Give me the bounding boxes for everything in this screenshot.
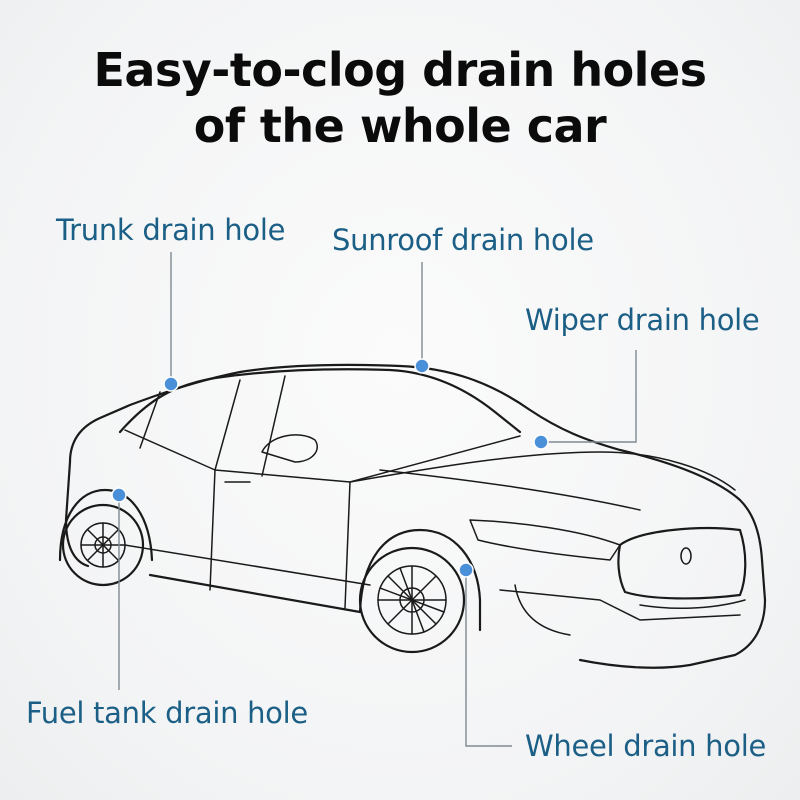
label-sunroof-drain-hole: Sunroof drain hole [332, 223, 594, 257]
label-wheel-drain-hole: Wheel drain hole [525, 729, 766, 763]
leader-lines [118, 252, 637, 747]
label-fuel-tank-drain-hole: Fuel tank drain hole [26, 696, 308, 730]
title-line-1: Easy-to-clog drain holes [93, 43, 707, 97]
drain-hole-markers [111, 358, 549, 578]
page-title: Easy-to-clog drain holes of the whole ca… [0, 42, 800, 154]
label-wiper-drain-hole: Wiper drain hole [525, 303, 760, 337]
marker-fuel-tank [111, 487, 127, 503]
front-wheel-spokes [377, 565, 447, 635]
leader-wheel [465, 570, 512, 747]
leader-wiper [541, 350, 637, 443]
label-trunk-drain-hole: Trunk drain hole [56, 213, 286, 247]
marker-wiper [533, 434, 549, 450]
title-line-2: of the whole car [193, 99, 607, 153]
marker-wheel [458, 562, 474, 578]
marker-sunroof [414, 358, 430, 374]
rear-wheel-spokes [80, 522, 126, 568]
car-illustration [58, 363, 767, 669]
marker-trunk [163, 376, 179, 392]
